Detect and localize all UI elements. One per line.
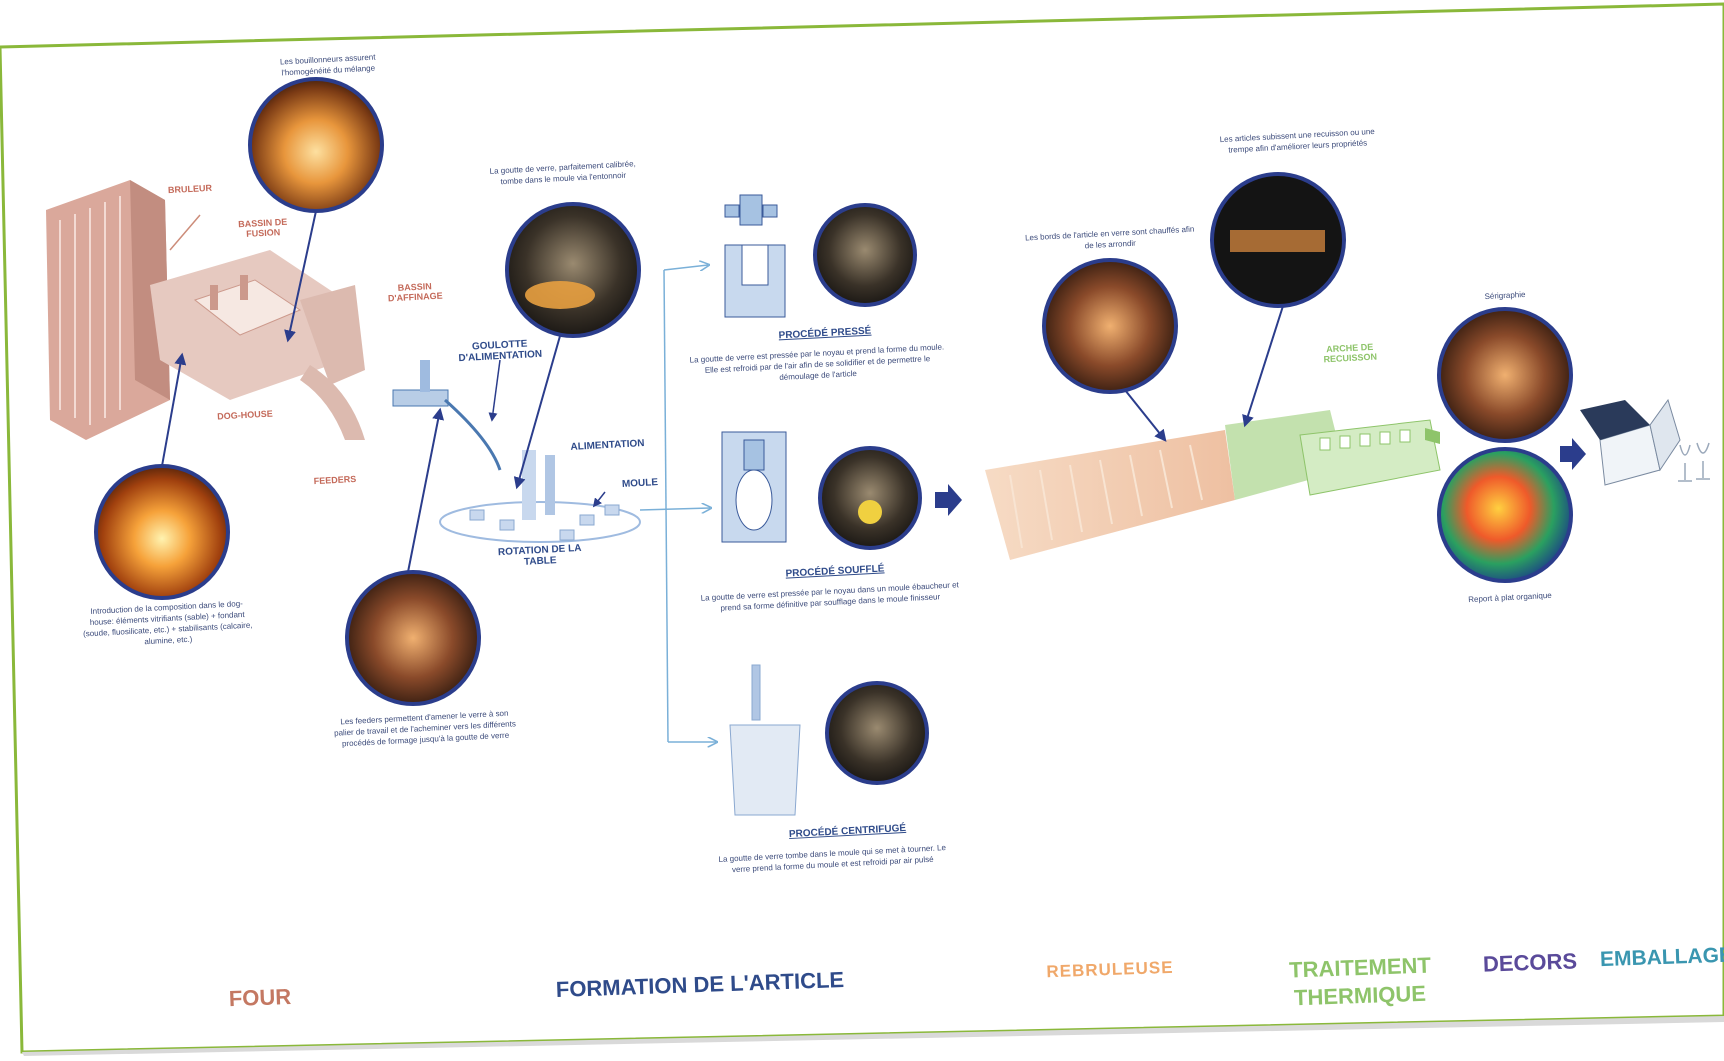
- lehr-illustration: [985, 410, 1441, 560]
- mould-press-icon: [724, 194, 786, 318]
- feeder-photo: [345, 570, 481, 706]
- flow-arrow-1: [935, 484, 962, 516]
- serigraphie-photo: [1437, 307, 1573, 443]
- centrifuge-photo: [825, 681, 929, 785]
- furnace-illustration: [46, 180, 365, 440]
- bouillonneurs-photo: [248, 77, 384, 213]
- label-arche: ARCHE DE RECUISSON: [1323, 341, 1378, 365]
- report-photo: [1437, 447, 1573, 583]
- page-shadow: [22, 1016, 1724, 1056]
- section-four: FOUR: [228, 983, 292, 1012]
- mould-centrifuge-icon: [729, 664, 801, 816]
- dog-house-photo: [94, 464, 230, 600]
- mould-blow-icon: [721, 431, 787, 543]
- packaging-box-icon: [1580, 398, 1681, 486]
- flow-arrow-2: [1560, 438, 1586, 470]
- section-emballage: EMBALLAGE: [1599, 943, 1724, 972]
- souffle-photo: [818, 446, 922, 550]
- label-goulotte: GOULOTTE D'ALIMENTATION: [458, 338, 543, 365]
- label-bassin-affinage: BASSIN D'AFFINAGE: [387, 281, 443, 304]
- wine-glass-icon: [1678, 442, 1710, 482]
- goutte-photo: [505, 202, 641, 338]
- feeder-illustration: [392, 360, 641, 543]
- label-bassin-fusion: BASSIN DE FUSION: [237, 216, 288, 239]
- presse-photo: [813, 203, 917, 307]
- note-introduction: Introduction de la composition dans le d…: [82, 599, 253, 647]
- section-decors: DECORS: [1482, 948, 1578, 977]
- bords-photo: [1042, 258, 1178, 394]
